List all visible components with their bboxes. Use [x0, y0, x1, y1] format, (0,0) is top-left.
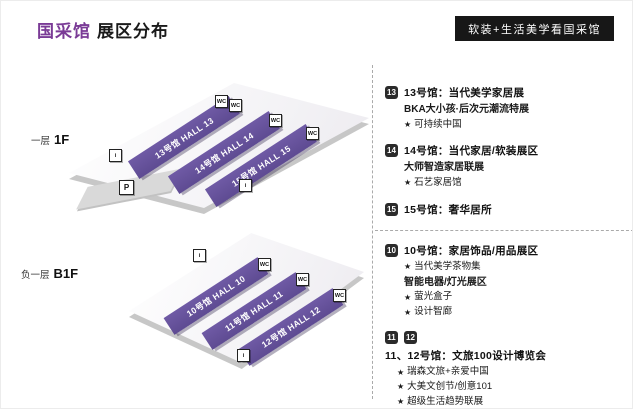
hall14-badge: 14: [385, 144, 398, 158]
ribbon-text: 软装+生活美学看国采馆: [468, 23, 601, 36]
divider-vertical: [372, 65, 373, 399]
star-icon: ★: [404, 178, 412, 188]
legend-entry-hall10: 10 10号馆：家居饰品/用品展区 ★当代美学茶物集 智能电器/灯光展区 ★萤光…: [385, 243, 629, 318]
entry-title: 13号馆：当代美学家居展: [404, 87, 525, 99]
star-icon: ★: [397, 367, 405, 377]
legend-group-b1f: 10 10号馆：家居饰品/用品展区 ★当代美学茶物集 智能电器/灯光展区 ★萤光…: [385, 243, 629, 408]
legend-entry-hall15: 15 15号馆：奢华居所: [385, 202, 629, 217]
toilet-icon: WC: [296, 273, 309, 286]
toilet-icon: WC: [269, 114, 282, 127]
toilet-icon: WC: [258, 258, 271, 271]
brand-name: 国采馆: [37, 22, 91, 41]
info-icon: i: [109, 149, 122, 162]
entry-title: 14号馆：当代家居/软装展区: [404, 145, 539, 158]
title-rest: 展区分布: [97, 22, 169, 41]
legend-line: ★萤光盒子: [404, 291, 453, 303]
entry-lines: ★瑞森文旅+亲爱中国 ★大美文创节/创意101 ★超级生活趋势联展 ★千言李白 …: [397, 366, 629, 408]
entry-title: 15号馆：奢华居所: [404, 203, 492, 216]
page-title: 国采馆展区分布: [37, 17, 169, 42]
legend-entry-hall13: 13 13号馆：当代美学家居展 BKA大小孩·后次元潮流特展 ★可持续中国: [385, 85, 629, 130]
hall13-badge: 13: [385, 86, 398, 99]
legend-line: 智能电器/灯光展区: [404, 276, 487, 288]
floorplan-b1f: 10号馆 HALL 10 11号馆 HALL 11 12号馆 HALL 12 W…: [129, 233, 364, 369]
star-icon: ★: [397, 397, 405, 407]
legend-line: 大师智造家居联展: [404, 162, 484, 174]
star-icon: ★: [404, 307, 412, 317]
legend-group-1f: 13 13号馆：当代美学家居展 BKA大小孩·后次元潮流特展 ★可持续中国 14…: [385, 85, 629, 217]
entry-head: 14 14号馆：当代家居/软装展区: [385, 143, 629, 158]
legend-line: ★大美文创节/创意101: [397, 381, 493, 393]
info-icon: i: [237, 349, 250, 362]
legend: 13 13号馆：当代美学家居展 BKA大小孩·后次元潮流特展 ★可持续中国 14…: [375, 85, 632, 408]
legend-line: ★瑞森文旅+亲爱中国: [397, 366, 489, 378]
star-icon: ★: [404, 262, 412, 272]
entry-head: 10 10号馆：家居饰品/用品展区: [385, 243, 629, 258]
info-icon: i: [193, 249, 206, 262]
entry-head: 13 13号馆：当代美学家居展: [385, 85, 629, 100]
toilet-icon: WC: [215, 95, 228, 108]
hall15-badge: 15: [385, 202, 398, 216]
legend-line: ★石艺家居馆: [404, 176, 462, 188]
info-icon: i: [239, 179, 252, 192]
floor-label-cn: 一层: [31, 136, 51, 147]
legend-line: ★设计智廊: [404, 306, 453, 318]
floor-label-cn: 负一层: [21, 270, 50, 281]
entry-title: 10号馆：家居饰品/用品展区: [404, 244, 539, 257]
floor-label-b1f: 负一层 B1F: [21, 266, 78, 281]
legend-entry-hall11-12: 11 12 11、12号馆：文旅100设计博览会 ★瑞森文旅+亲爱中国 ★大美文…: [385, 331, 629, 408]
toilet-icon: WC: [333, 289, 346, 302]
floor-code: B1F: [53, 266, 79, 281]
entry-title: 11、12号馆：文旅100设计博览会: [385, 350, 547, 363]
legend-line: ★可持续中国: [404, 118, 462, 130]
entry-head: 15 15号馆：奢华居所: [385, 202, 629, 217]
floor-label-1f: 一层 1F: [31, 132, 69, 147]
floorplan-1f: P 13号馆 HALL 13 14号馆 HALL 14 15号馆 HALL 15…: [69, 83, 369, 214]
entry-head: 11 12: [385, 331, 629, 345]
star-icon: ★: [404, 119, 412, 129]
parking-icon: P: [119, 180, 134, 195]
floor-code: 1F: [54, 132, 70, 147]
entry-lines: ★当代美学茶物集 智能电器/灯光展区 ★萤光盒子 ★设计智廊: [404, 260, 629, 318]
legend-entry-hall14: 14 14号馆：当代家居/软装展区 大师智造家居联展 ★石艺家居馆: [385, 143, 629, 188]
toilet-icon: WC: [306, 127, 319, 140]
star-icon: ★: [404, 292, 412, 302]
entry-lines: BKA大小孩·后次元潮流特展 ★可持续中国: [404, 104, 629, 130]
star-icon: ★: [397, 382, 405, 392]
legend-line: BKA大小孩·后次元潮流特展: [404, 104, 529, 115]
toilet-icon: WC: [229, 99, 242, 112]
legend-line: ★当代美学茶物集: [404, 260, 481, 272]
divider-horizontal: [375, 229, 632, 231]
header-ribbon: 软装+生活美学看国采馆: [455, 16, 614, 41]
hall12-badge: 12: [404, 331, 417, 345]
legend-line: ★超级生活趋势联展: [397, 395, 484, 407]
hall10-badge: 10: [385, 243, 398, 257]
entry-lines: 大师智造家居联展 ★石艺家居馆: [404, 162, 629, 188]
hall11-badge: 11: [385, 331, 398, 345]
